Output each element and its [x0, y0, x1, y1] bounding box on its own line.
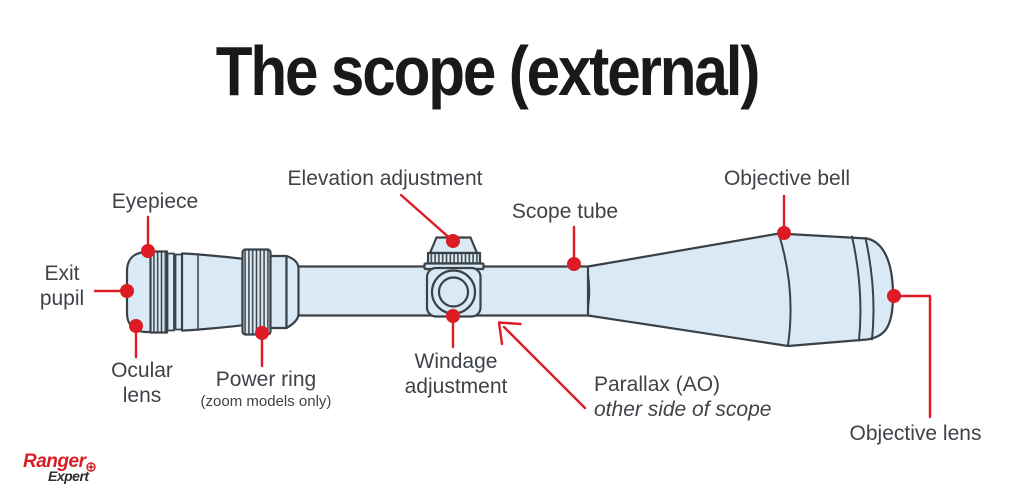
label-scope-tube: Scope tube: [511, 200, 619, 223]
logo-text-expert: Expert: [48, 468, 89, 484]
page-title: The scope (external): [215, 32, 761, 110]
elevation-callout-line: [399, 193, 455, 243]
objective-lens-callout-line: [892, 294, 932, 419]
callout-dots: [120, 226, 901, 340]
objective-bell-shape: [586, 232, 895, 348]
label-power-ring-note: (zoom models only): [200, 392, 332, 410]
label-objective-lens: Objective lens: [849, 422, 982, 445]
label-objective-bell: Objective bell: [723, 167, 851, 190]
label-windage-adjustment: Windage adjustment: [404, 350, 508, 398]
eyepiece-body-shape: [180, 252, 244, 332]
reticle-icon: [86, 462, 97, 472]
parallax-arrow-head: [497, 321, 522, 346]
label-exit-pupil: Exit pupil: [39, 262, 85, 310]
label-parallax-note: other side of scope: [594, 397, 772, 421]
power-ring-shape: [241, 248, 272, 336]
eyepiece-knurl-shape: [149, 250, 169, 334]
label-parallax: Parallax (AO) other side of scope: [594, 373, 824, 422]
eyepiece-end-shape: [125, 250, 153, 334]
label-power-ring: Power ring (zoom models only): [191, 368, 341, 410]
scope-body: [125, 232, 895, 348]
label-parallax-title: Parallax (AO): [594, 373, 721, 396]
label-power-ring-title: Power ring: [215, 368, 317, 391]
label-eyepiece: Eyepiece: [111, 190, 199, 213]
label-ocular-lens: Ocular lens: [111, 359, 173, 407]
logo-text-ranger: Ranger: [23, 451, 86, 472]
label-elevation-adjustment: Elevation adjustment: [287, 167, 483, 190]
parallax-arrow-line: [502, 325, 587, 410]
ranger-expert-logo: Ranger Expert: [23, 451, 97, 484]
